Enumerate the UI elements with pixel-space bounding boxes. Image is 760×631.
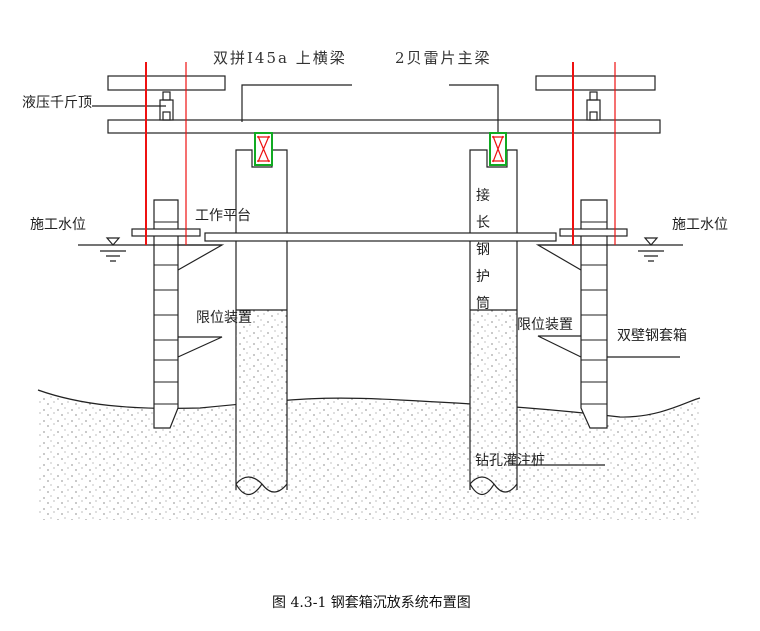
left-cofferdam-wall bbox=[153, 199, 179, 429]
work-platform bbox=[204, 232, 557, 242]
suspension-rods bbox=[145, 62, 616, 245]
water-level-left-label: 施工水位 bbox=[30, 217, 86, 233]
right-bailey-girder bbox=[489, 132, 507, 166]
riverbed-line bbox=[37, 389, 701, 418]
left-bailey-girder bbox=[254, 132, 273, 166]
right-top-beam bbox=[535, 75, 656, 91]
jack-label: 液压千斤顶 bbox=[22, 95, 92, 111]
upper-beam-label: 双拼I45a 上横梁 bbox=[213, 49, 347, 67]
bored-pile-label: 钻孔灌注桩 bbox=[475, 453, 545, 469]
left-small-platform bbox=[131, 228, 201, 237]
figure-caption: 图 4.3-1 钢套箱沉放系统布置图 bbox=[272, 595, 471, 611]
left-top-beam bbox=[107, 75, 226, 91]
upper-cross-beam bbox=[107, 119, 661, 134]
work-platform-label: 工作平台 bbox=[195, 208, 251, 224]
limiter-left-label: 限位装置 bbox=[196, 310, 252, 326]
main-girder-label: 2贝雷片主梁 bbox=[395, 49, 492, 67]
water-level-right-label: 施工水位 bbox=[672, 217, 728, 233]
right-small-platform bbox=[559, 228, 628, 237]
riverbed-soil bbox=[38, 390, 700, 520]
left-pile-concrete bbox=[236, 310, 287, 490]
right-hydraulic-jack bbox=[586, 91, 601, 121]
left-hydraulic-jack bbox=[159, 91, 174, 121]
limiter-right-label: 限位装置 bbox=[517, 317, 573, 333]
cofferdam-label: 双壁钢套箱 bbox=[617, 328, 687, 344]
right-pile-concrete bbox=[470, 310, 517, 490]
right-cofferdam-wall bbox=[580, 199, 608, 429]
casing-label: 接长钢护筒 bbox=[476, 188, 490, 312]
